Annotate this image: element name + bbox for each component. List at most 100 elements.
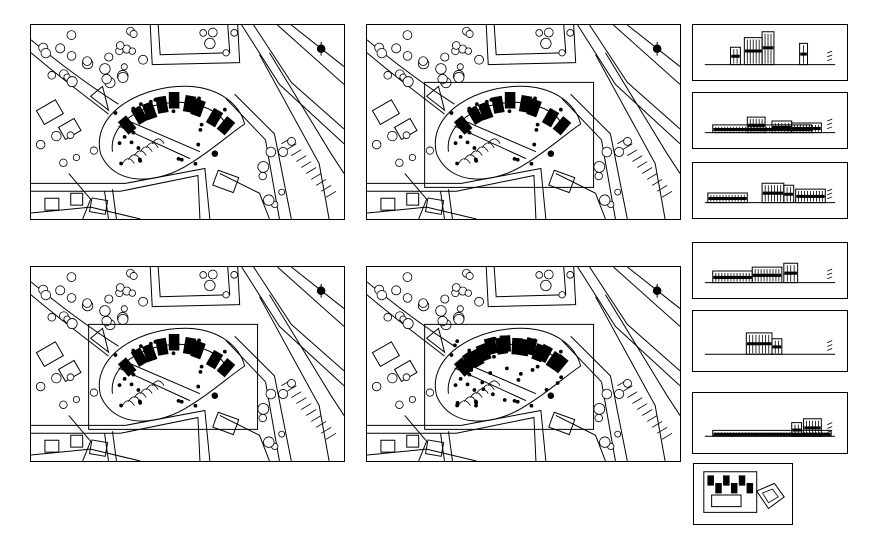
parking-stripe [316,179,326,185]
parking-stripe [321,427,331,433]
stair-arc [128,155,140,160]
building-outline [45,440,59,452]
landscape-dot [450,111,453,114]
elevation-1 [692,24,848,81]
parking-stripe [647,415,657,421]
landscape-dot [130,383,133,386]
tree-symbol [438,74,448,84]
road-line [269,53,344,174]
level-mark [827,341,832,343]
parking-stripe [301,162,311,168]
landscape-dot [505,367,508,370]
landscape-dot [473,388,476,391]
landscape-dot [199,370,202,373]
elevation-block [804,419,822,436]
parking-stripe [632,156,642,162]
road-line [596,297,666,461]
tree-symbol [102,316,112,326]
landscape-dot [114,111,117,114]
landscape-dot [481,381,484,384]
marker-dot [212,393,218,399]
road-line [69,173,91,219]
stair-arc [152,381,164,386]
tree-symbol [130,30,137,37]
building-outline [90,440,108,456]
landscape-dot [475,103,478,106]
parking-stripe [321,185,331,191]
parking-stripe [311,415,321,421]
road-line [562,98,616,219]
building-block [206,350,223,369]
tree-symbol [594,403,605,414]
landscape-dot [130,141,133,144]
landscape-dot [120,404,123,407]
building-block [156,96,169,113]
tree-symbol [279,189,285,195]
building-complex [91,86,245,179]
tree-symbol [615,389,624,398]
facade-band [745,50,761,52]
complex-outline [435,328,580,421]
tree-symbol [139,55,148,64]
road-line [150,267,239,307]
tree-symbol [60,401,68,409]
landscape-dot [491,393,494,396]
complex-inner-ring [448,344,562,393]
tree-symbol [48,313,56,321]
building-outline [407,435,419,447]
parking-stripe [652,421,662,427]
landscape-dot [197,97,200,100]
elevation-block [792,123,822,133]
parking-stripe [326,433,336,439]
building-block [467,106,484,125]
plan-room [747,483,753,493]
tree-symbol [67,374,74,381]
tree-symbol [403,52,412,61]
elevation-drawing [693,393,847,453]
road-line [578,267,680,386]
tree-symbol [567,271,574,278]
triangle-plaza [91,328,109,352]
landscape-dot [545,388,548,391]
landscape-dot [492,355,495,358]
facade-band [805,427,821,429]
tree-symbol [438,316,448,326]
tree-symbol [288,137,296,145]
tree-symbol [457,64,463,70]
parking-stripe [647,173,657,179]
tree-symbol [595,172,603,180]
road-line [367,175,536,219]
landscape-dot [454,384,457,387]
road-line [562,340,616,461]
tree-symbol [67,273,76,282]
facade-band [773,126,791,128]
building-block [131,106,148,125]
tree-symbol [116,42,124,50]
landscape-dot [493,337,496,340]
tree-symbol [392,286,401,295]
elevation-drawing [693,243,847,298]
tree-symbol [48,71,56,79]
elevation-2 [692,92,848,149]
facade-band [785,193,793,195]
facade-band [709,197,747,199]
facade-band [793,429,801,431]
road-line [254,267,344,371]
landscape-dot [194,162,197,165]
road-line [613,267,680,326]
road-line [31,169,210,219]
road-line [613,25,680,84]
site-plan-3 [30,266,345,462]
level-mark [827,423,832,425]
tree-symbol [139,297,148,306]
stair-arc [470,151,482,156]
level-mark [827,273,832,275]
tree-symbol [205,38,216,48]
tree-symbol [36,382,45,391]
landscape-dot [132,349,135,352]
landscape-dot [453,344,456,347]
landscape-dot [533,143,536,146]
parking-stripe [657,427,667,433]
building-outline [549,170,575,192]
road-line [367,207,476,219]
